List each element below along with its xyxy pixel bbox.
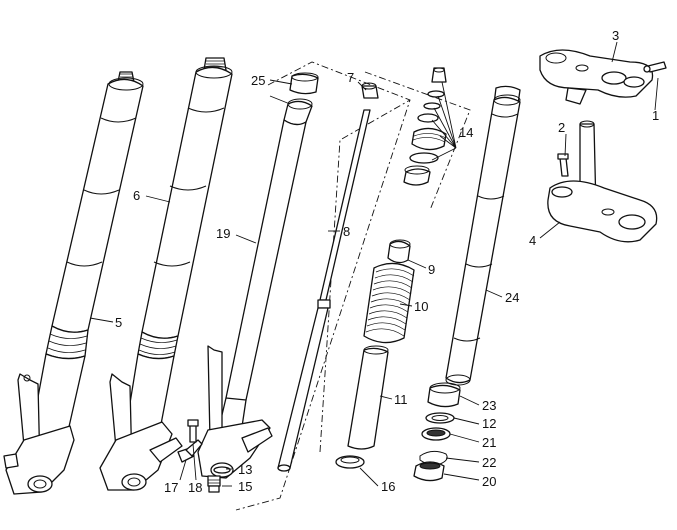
- callout-15: 15: [238, 479, 252, 494]
- callout-18: 18: [188, 480, 202, 495]
- dust-seal-20: [413, 461, 445, 482]
- seal-21: [421, 427, 451, 441]
- callout-19: 19: [216, 226, 230, 241]
- top-yoke-3: [539, 49, 654, 105]
- spring-seat-9: [387, 239, 411, 264]
- callout-23: 23: [482, 398, 496, 413]
- bottom-yoke-4: [547, 120, 658, 243]
- callout-1: 1: [652, 108, 659, 123]
- callout-20: 20: [482, 474, 496, 489]
- callout-25: 25: [251, 73, 265, 88]
- screw-18: [187, 419, 199, 443]
- leader-lines: [89, 41, 659, 487]
- bushing-25: [289, 72, 319, 95]
- fork-outer-tube-19: [197, 98, 313, 479]
- fork-leg-5: [3, 71, 144, 495]
- callout-11: 11: [394, 392, 408, 407]
- bushing-23: [427, 382, 461, 408]
- callout-22: 22: [482, 455, 496, 470]
- callout-labels: 1 2 3 4 5 6 7 8 9 10 11 12 13 14 15 16 1…: [115, 28, 659, 495]
- callout-2: 2: [558, 120, 565, 135]
- callout-16: 16: [381, 479, 395, 494]
- callout-5: 5: [115, 315, 122, 330]
- seal-16: [335, 455, 365, 469]
- bleed-screw-17: [177, 439, 203, 463]
- assembly-dashed-outline: [235, 61, 471, 511]
- fork-leg-24: [445, 85, 521, 386]
- callout-12: 12: [482, 416, 496, 431]
- screw-2: [557, 153, 569, 177]
- nut-7: [361, 82, 379, 99]
- bolt-15: [207, 475, 221, 493]
- washer-12: [425, 412, 455, 424]
- callout-4: 4: [529, 233, 536, 248]
- callout-8: 8: [343, 224, 350, 239]
- cap-assembly-14: [403, 67, 457, 186]
- callout-9: 9: [428, 262, 435, 277]
- washer-13: [213, 466, 231, 474]
- callout-3: 3: [612, 28, 619, 43]
- callout-10: 10: [414, 299, 428, 314]
- tube-11: [347, 345, 389, 450]
- spring-10: [363, 262, 415, 344]
- callout-21: 21: [482, 435, 496, 450]
- callout-6: 6: [133, 188, 140, 203]
- damper-rod-8: [277, 109, 371, 472]
- callout-17: 17: [164, 480, 178, 495]
- callout-7: 7: [347, 70, 354, 85]
- callout-14: 14: [459, 125, 473, 140]
- fork-leg-6: [99, 57, 233, 491]
- callout-13: 13: [238, 462, 252, 477]
- screw-1: [643, 61, 667, 73]
- callout-24: 24: [505, 290, 519, 305]
